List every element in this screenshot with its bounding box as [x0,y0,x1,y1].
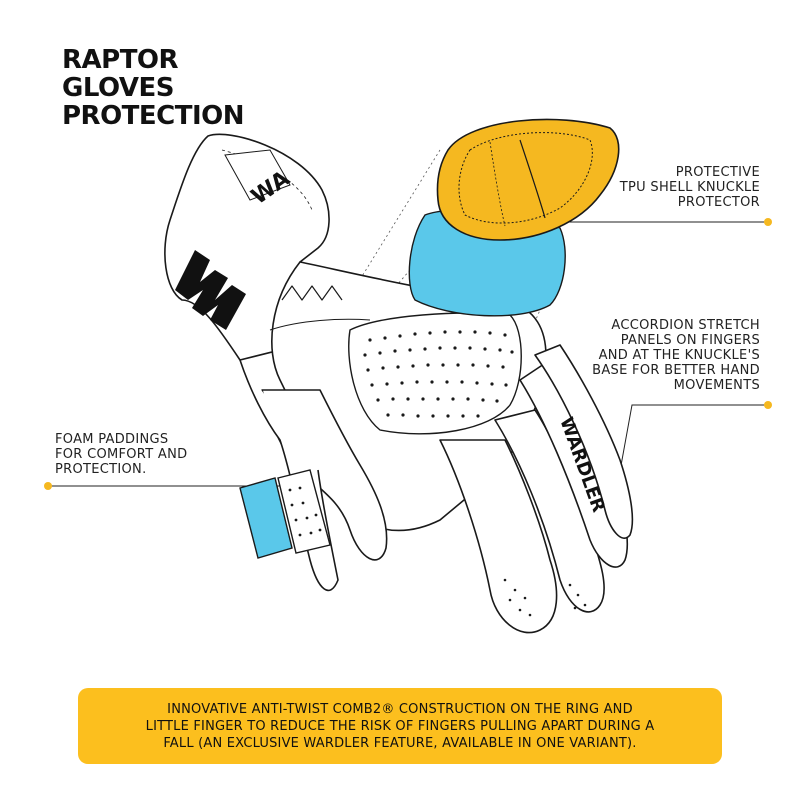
banner-line: LITTLE FINGER TO REDUCE THE RISK OF FING… [145,718,655,734]
callout-line: BASE FOR BETTER HAND [592,363,760,378]
callout-line: ACCORDION STRETCH [611,318,760,333]
banner-line: INNOVATIVE ANTI-TWIST COMB2® CONSTRUCTIO… [167,701,633,717]
callout-line: MOVEMENTS [673,378,760,393]
leader-dots [44,218,772,490]
perforation-dots [363,330,514,418]
glove-little-finger [534,344,634,539]
glove-index-finger [439,439,558,634]
perforated-panel [348,312,522,435]
foam-padding [239,469,331,559]
title-line: PROTECTION [62,101,245,131]
knuckle-protector-callout: PROTECTIVE TPU SHELL KNUCKLE PROTECTOR [560,165,760,210]
callout-line: PANELS ON FINGERS [620,333,760,348]
banner-line: FALL (AN EXCLUSIVE WARDLER FEATURE, AVAI… [163,735,637,751]
banner-text: INNOVATIVE ANTI-TWIST COMB2® CONSTRUCTIO… [146,701,655,752]
callout-line: FOR COMFORT AND [55,447,188,462]
foam-paddings-callout: FOAM PADDINGS FOR COMFORT AND PROTECTION… [55,432,275,477]
wardler-w-mark [175,250,246,330]
wrist-accordion [281,285,343,301]
knuckle-dot [764,218,772,226]
callout-line: PROTECTION. [55,462,147,477]
foam-dot [44,482,52,490]
anti-twist-banner: INNOVATIVE ANTI-TWIST COMB2® CONSTRUCTIO… [78,688,722,764]
fingertip-dots [503,578,587,617]
callout-line: PROTECTOR [677,195,760,210]
title-line: GLOVES [62,73,175,103]
callout-line: PROTECTIVE [675,165,760,180]
callout-line: TPU SHELL KNUCKLE [619,180,760,195]
page-title: RAPTOR GLOVES PROTECTION [62,45,245,131]
tpu-knuckle-protector [436,118,620,241]
title-line: RAPTOR [62,45,179,75]
accordion-panels-callout: ACCORDION STRETCH PANELS ON FINGERS AND … [530,318,760,393]
callout-line: AND AT THE KNUCKLE'S [598,348,760,363]
accordion-dot [764,401,772,409]
callout-line: FOAM PADDINGS [55,432,169,447]
cuff-logo: WA [224,149,294,210]
